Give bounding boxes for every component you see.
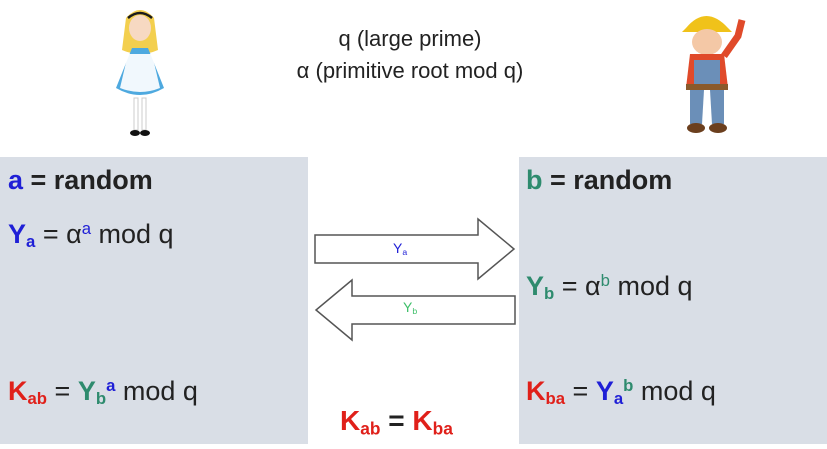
alice-k-y-sub: b — [95, 389, 107, 409]
bob-key-formula: Kba = Yab mod q — [526, 376, 716, 409]
bob-y-exp: b — [600, 271, 610, 290]
alice-panel — [0, 157, 308, 444]
primitive-root-caption: α (primitive root mod q) — [296, 58, 524, 83]
bob-panel — [519, 157, 827, 444]
alice-secret-text: = random — [23, 165, 153, 195]
alice-y-mod: mod q — [91, 219, 174, 250]
bob-k-y-sup: b — [623, 376, 634, 395]
arrow-to-bob-sub: a — [402, 247, 408, 258]
alice-y-sub: a — [26, 232, 36, 252]
alice-k-mod: mod q — [115, 376, 198, 407]
bob-k-mod: mod q — [633, 376, 716, 407]
prime-caption: q (large prime) — [338, 26, 482, 51]
result-k2: K — [412, 405, 433, 436]
bob-y-eq: = α — [554, 271, 601, 302]
arrow-to-bob — [314, 217, 516, 281]
alice-y-exp: a — [81, 219, 92, 238]
bob-secret-var: b — [526, 165, 543, 195]
bob-y-symbol: Y — [526, 271, 545, 302]
alice-k-y: Y — [77, 376, 96, 407]
alice-k-eq: = — [47, 376, 78, 407]
result-k2-sub: ba — [432, 418, 453, 439]
result-eq: = — [380, 405, 413, 436]
arrow-to-alice-y: Y — [403, 299, 413, 315]
bob-secret-text: = random — [542, 165, 673, 195]
arrow-to-alice — [314, 278, 516, 342]
bob-y-mod: mod q — [609, 271, 693, 302]
arrow-to-bob-label: Ya — [393, 240, 407, 257]
builder-figure-icon — [682, 16, 746, 133]
alice-secret-var: a — [8, 165, 24, 195]
result-k1-sub: ab — [360, 418, 381, 439]
alice-secret: a = random — [8, 165, 153, 196]
bob-k-symbol: K — [526, 376, 546, 407]
bob-k-y: Y — [595, 376, 614, 407]
bob-k-eq: = — [565, 376, 596, 407]
shared-key-equality: Kab = Kba — [340, 405, 453, 439]
bob-k-y-sub: a — [613, 389, 624, 409]
result-k1: K — [340, 405, 361, 436]
alice-key-formula: Kab = Yba mod q — [8, 376, 198, 409]
alice-y-eq: = α — [35, 219, 82, 250]
alice-k-symbol: K — [8, 376, 28, 407]
alice-k-sub: ab — [27, 389, 48, 409]
arrow-to-alice-sub: b — [412, 306, 418, 317]
bob-public-formula: Yb = αb mod q — [526, 271, 693, 304]
bob-y-sub: b — [544, 284, 555, 304]
alice-k-y-sup: a — [106, 376, 116, 395]
bob-secret: b = random — [526, 165, 672, 196]
arrow-to-alice-label: Yb — [403, 299, 417, 316]
bob-k-sub: ba — [545, 389, 566, 409]
alice-figure-icon — [116, 10, 164, 136]
alice-y-symbol: Y — [8, 219, 27, 250]
alice-public-formula: Ya = αa mod q — [8, 219, 174, 252]
arrow-to-bob-y: Y — [393, 240, 403, 256]
